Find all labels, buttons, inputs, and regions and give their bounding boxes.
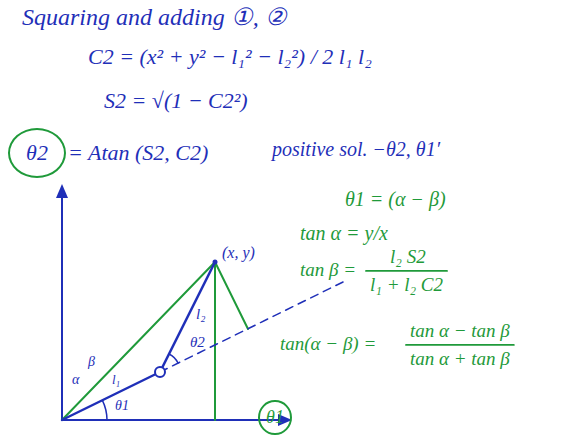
angle-arc xyxy=(102,400,107,420)
circled-symbol: θ2 xyxy=(8,128,66,178)
x-axis xyxy=(62,419,286,421)
handwritten-note: α xyxy=(72,372,79,388)
fraction-bar xyxy=(366,270,447,272)
handwritten-note: l₁ xyxy=(112,373,120,388)
link-extension xyxy=(160,281,345,372)
handwritten-note: l₂ xyxy=(196,306,205,323)
handwritten-note: C2 = (x² + y² − l₁² − l₂²) / 2 l₁ l₂ xyxy=(88,44,372,69)
link-two xyxy=(160,262,215,372)
end-point xyxy=(213,260,218,265)
handwritten-note: l₂ S2 xyxy=(390,246,426,268)
y-axis xyxy=(61,188,63,420)
node-text: θ1 xyxy=(266,407,284,428)
handwritten-note: Squaring and adding ①, ② xyxy=(22,4,287,32)
handwritten-note: tan α = y/x xyxy=(300,222,388,245)
perpendicular-line xyxy=(215,262,248,329)
elbow-joint xyxy=(155,367,165,377)
handwritten-note: l₁ + l₂ C2 xyxy=(370,274,443,296)
circled-symbol: θ1 xyxy=(258,400,292,435)
reach-line xyxy=(62,262,215,420)
handwritten-note: θ2 xyxy=(190,334,205,351)
handwritten-note: = Atan (S2, C2) xyxy=(68,140,208,165)
handwritten-note: θ1 xyxy=(115,398,129,414)
handwritten-note: tan α + tan β xyxy=(410,348,510,370)
handwritten-note: tan(α − β) = xyxy=(280,333,376,355)
handwritten-note: (x, y) xyxy=(222,244,255,262)
fraction-bar xyxy=(406,344,514,346)
axis-arrowhead xyxy=(56,184,68,198)
link-one xyxy=(62,372,160,420)
handwritten-note: θ1 = (α − β) xyxy=(345,188,446,211)
handwritten-note: tan β = xyxy=(300,259,356,281)
handwritten-note: β xyxy=(88,354,95,370)
handwritten-note: tan α − tan β xyxy=(410,320,510,342)
handwritten-note: positive sol. −θ2, θ1′ xyxy=(272,138,440,161)
handwritten-note: S2 = √(1 − C2²) xyxy=(104,88,248,113)
angle-arc xyxy=(169,354,178,363)
node-text: θ2 xyxy=(26,140,48,165)
drop-line xyxy=(214,262,216,420)
